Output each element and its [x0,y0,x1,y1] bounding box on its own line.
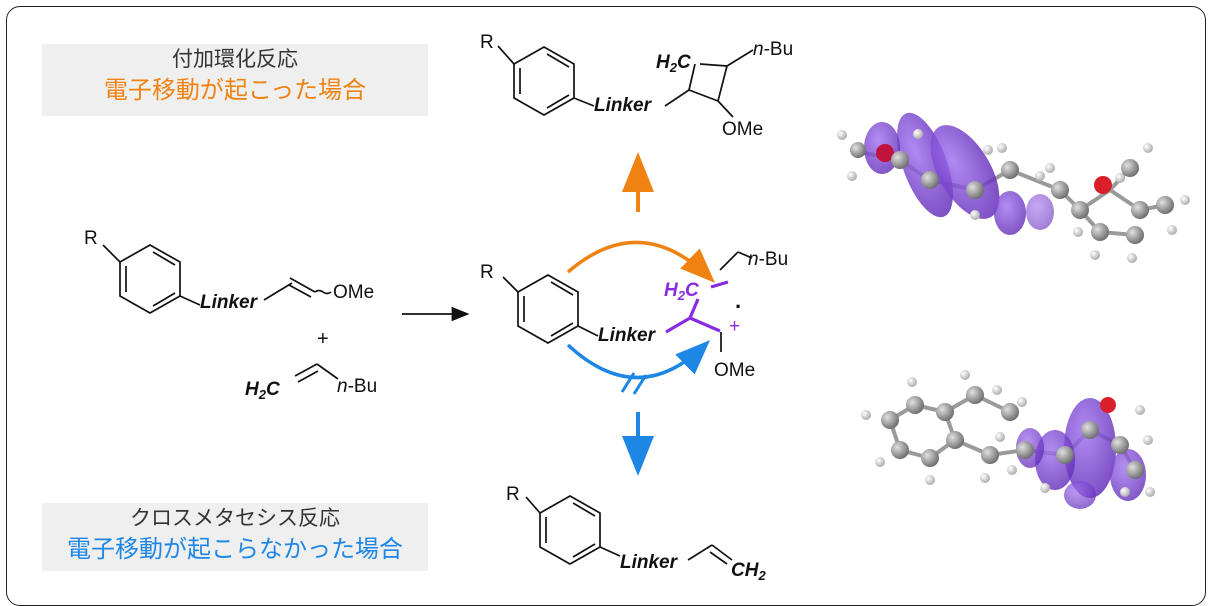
radical-dot: · [735,294,742,319]
top-h2c-label: H2C [656,52,691,75]
top-linker-label: Linker [594,95,653,116]
orbital-model-top [837,112,1190,263]
blocked-mark [620,372,648,395]
no-transfer-arrow [566,340,711,380]
bottom-ch2-label: CH2 [731,560,766,583]
methoxy-label: OMe [333,282,374,303]
intermediate-linker-label: Linker [598,325,657,346]
bottom-linker-label: Linker [620,552,679,573]
cation-sign: + [729,316,740,337]
orbital-model-bottom [861,370,1155,509]
plus-sign: + [317,328,329,350]
top-ome-label: OMe [722,119,763,140]
intermediate-r-label: R [480,262,494,283]
cycloaddition-title: 付加環化反応 [172,47,298,71]
reactant-aryl-enol-ether [102,244,332,314]
scheme-canvas: R Linker OMe + H2C n-Bu R Linker H2C · +… [84,32,1190,583]
r-group-label: R [84,228,98,249]
top-nbu-label: n-Bu [753,39,793,60]
metathesis-product [525,495,733,565]
cycloaddition-subtitle: 電子移動が起こった場合 [103,76,367,104]
metathesis-subtitle: 電子移動が起こらなかった場合 [67,535,403,563]
h2c-label: H2C [245,379,280,402]
radical-cation-intermediate [502,251,753,352]
metathesis-title: クロスメタセシス反応 [130,506,340,530]
metathesis-label: クロスメタセシス反応 電子移動が起こらなかった場合 [42,503,428,571]
cycloaddition-label: 付加環化反応 電子移動が起こった場合 [42,44,428,116]
intermediate-nbu-label: n-Bu [748,249,788,270]
electron-transfer-arrow [566,240,716,283]
linker-label: Linker [200,292,259,313]
intermediate-h2c-label: H2C [664,280,699,303]
reactant-alkene [294,363,339,383]
radical-cation-bonds [665,280,729,334]
cyclobutane-product [497,45,754,118]
top-r-label: R [480,32,494,53]
bottom-r-label: R [506,484,520,505]
intermediate-ome-label: OMe [714,360,755,381]
nbu-label: n-Bu [337,376,377,397]
benzene-ring [119,244,181,314]
